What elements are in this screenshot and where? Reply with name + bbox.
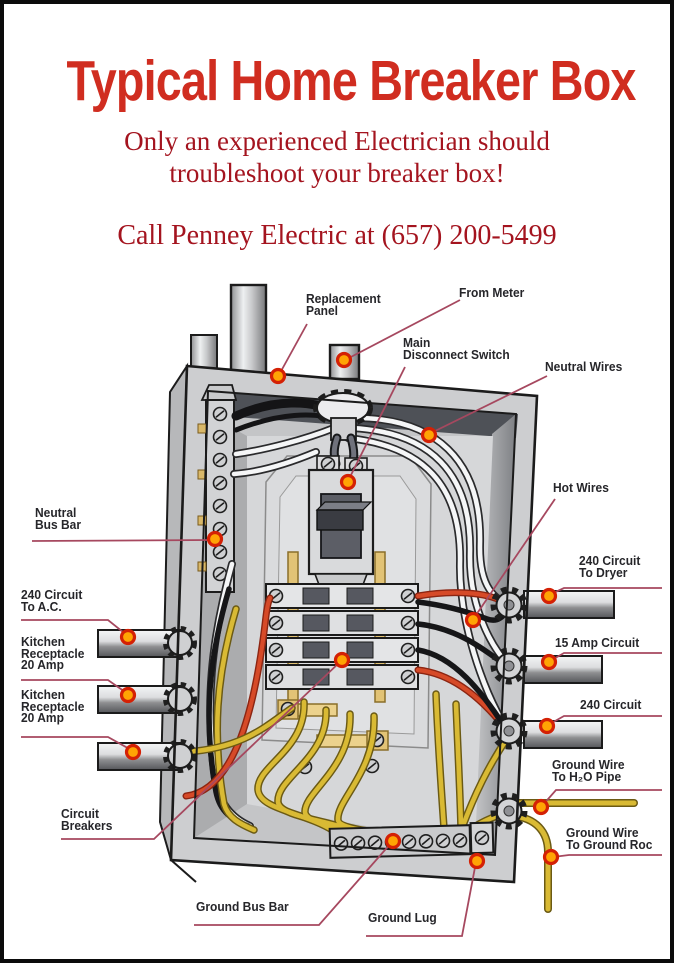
callout-dot xyxy=(542,848,560,866)
label-main-disconnect-switch: Main Disconnect Switch xyxy=(403,336,510,362)
label-circuit-breakers: Circuit Breakers xyxy=(61,807,113,833)
subtitle: Only an experienced Electrician should t… xyxy=(124,126,550,188)
left-conduits xyxy=(97,626,197,773)
breaker-box-diagram xyxy=(21,283,662,937)
ground-wires xyxy=(254,690,638,913)
label-kitchen-receptacle-2: Kitchen Receptacle 20 Amp xyxy=(21,688,85,725)
callout-dot xyxy=(333,651,351,669)
label-hot-wires: Hot Wires xyxy=(553,481,609,495)
callout-dot xyxy=(119,686,137,704)
label-ground-wire-h2o: Ground Wire To H₂O Pipe xyxy=(552,758,625,784)
label-ground-wire-rod: Ground Wire To Ground Roc xyxy=(566,826,653,852)
callout-dot xyxy=(384,832,402,850)
phone-line: Call Penney Electric at (657) 200-5499 xyxy=(117,219,557,251)
branch-wires xyxy=(182,589,511,800)
callout-dot xyxy=(532,798,550,816)
callout-dot xyxy=(540,587,558,605)
callout-dot xyxy=(538,717,556,735)
label-240-circuit-dryer: 240 Circuit To Dryer xyxy=(579,554,641,580)
cabinet-outline xyxy=(169,364,539,884)
callout-dot xyxy=(468,852,486,870)
label-neutral-bus-bar: Neutral Bus Bar xyxy=(35,506,82,532)
callout-dot xyxy=(420,426,438,444)
label-15-amp-circuit: 15 Amp Circuit xyxy=(555,636,640,650)
label-ground-bus-bar: Ground Bus Bar xyxy=(196,900,289,914)
header: Typical Home Breaker Box Only an experie… xyxy=(4,4,670,252)
neutral-bus-bar xyxy=(197,384,238,593)
label-kitchen-receptacle-1: Kitchen Receptacle 20 Amp xyxy=(21,635,85,672)
callout-dot xyxy=(206,530,224,548)
callout-dots xyxy=(119,351,560,870)
label-ground-lug: Ground Lug xyxy=(368,911,437,925)
callout-dot xyxy=(339,473,357,491)
knockout-fittings xyxy=(490,586,528,830)
page-title: Typical Home Breaker Box xyxy=(66,49,636,113)
callout-dot xyxy=(124,743,142,761)
callout-dot xyxy=(335,351,353,369)
label-240-circuit: 240 Circuit xyxy=(580,698,642,712)
label-replacement-panel: Replacement Panel xyxy=(306,292,381,318)
callout-dot xyxy=(119,628,137,646)
label-neutral-wires: Neutral Wires xyxy=(545,360,623,374)
label-from-meter: From Meter xyxy=(459,286,525,300)
callout-dot xyxy=(269,367,287,385)
callout-dot xyxy=(464,611,482,629)
label-240-circuit-ac: 240 Circuit To A.C. xyxy=(21,588,83,614)
right-conduits xyxy=(490,586,615,830)
callout-dot xyxy=(540,653,558,671)
